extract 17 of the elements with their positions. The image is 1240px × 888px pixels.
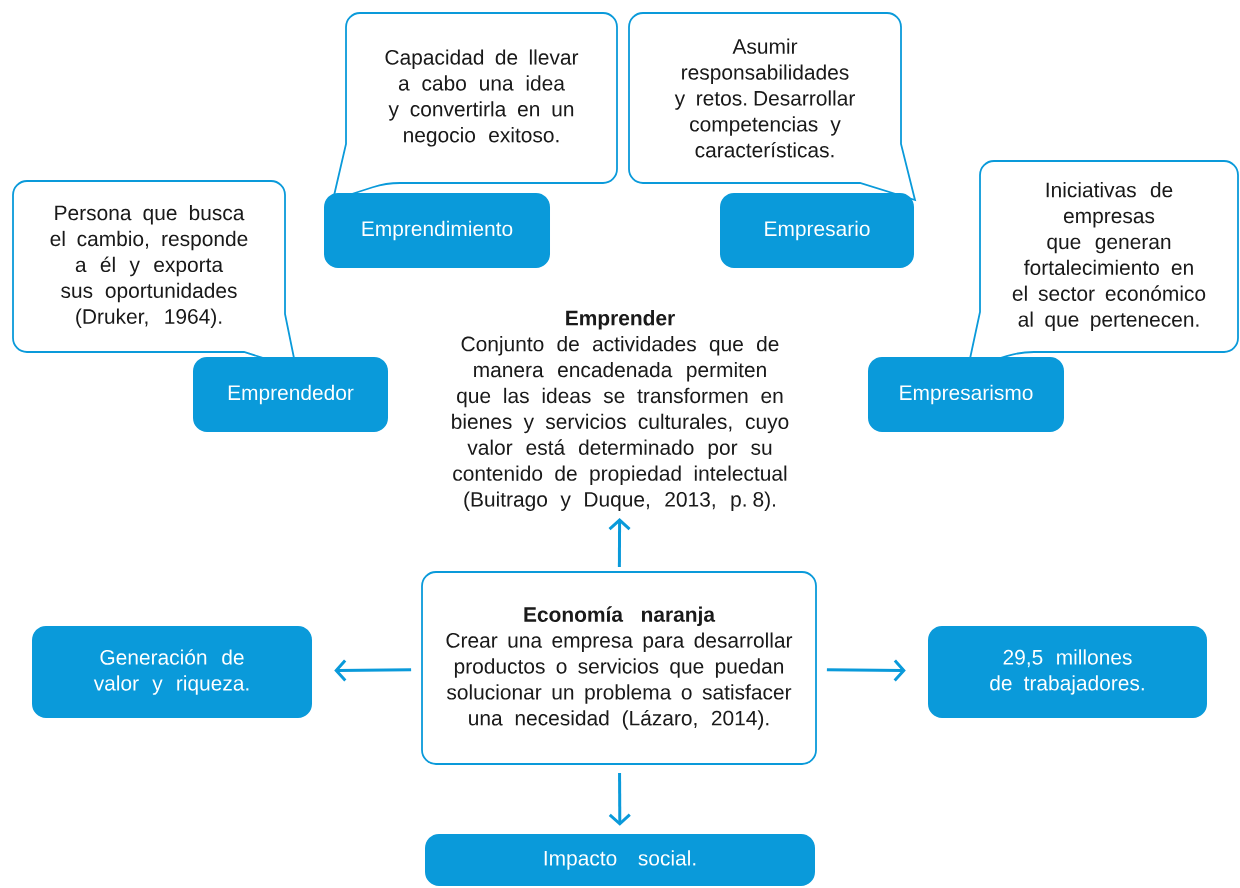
speech-bubble: Asumir responsabilidades y retos. Desarrollar competencias y características. [628,12,916,201]
speech-bubble: Capacidad de llevar a cabo una idea y convertirla en un negocio exitoso. [332,12,618,201]
label-box: 29,5 millones de trabajadores. [928,626,1207,718]
arrow [608,518,631,568]
speech-bubble: Iniciativas de empresas que generan fortalecimiento en el sector económico al que pertenecen. [967,160,1239,369]
label-box: Empresarismo [868,357,1064,432]
label-box: Generación de valor y riqueza. [32,626,312,718]
arrow [826,659,906,682]
arrow [608,772,631,826]
label-box: Impacto social. [425,834,815,886]
speech-bubble: Persona que busca el cambio, responde a él y exporta sus oportunidades (Druker, 1964). [12,180,297,369]
label-box: Emprendedor [193,357,388,432]
label-box: Emprendimiento [324,193,550,268]
label-box: Empresario [720,193,914,268]
arrow [334,659,412,682]
definition-text: Emprender Conjunto de actividades que de manera encadenada permiten que las ideas se transformen en bienes y servicios culturales, cuyo valor está determinado por su contenido de propiedad intelectual (Buitrago y Duque, 2013, p. 8). [452,310,789,511]
definition-box: Economía naranja Crear una empresa para desarrollar productos o servicios que puedan solucionar un problema o satisfacer una necesidad (Lázaro, 2014). [421,571,817,765]
